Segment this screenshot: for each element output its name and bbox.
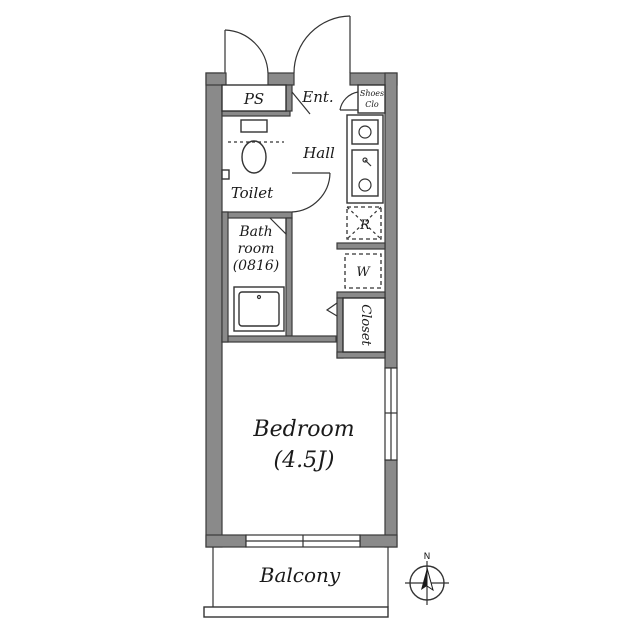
- bedroom-side-window: [384, 367, 398, 461]
- toilet-fixture: [221, 119, 284, 180]
- refrigerator-space: [346, 206, 382, 240]
- bathroom-label-3: (0816): [233, 258, 280, 274]
- balcony-window: [245, 534, 361, 548]
- interior-walls: [221, 84, 386, 359]
- entrance-door: [293, 15, 351, 74]
- shoes-closet-label-2: Clo: [365, 100, 379, 109]
- bathtub: [233, 286, 285, 332]
- ps-box: [221, 84, 287, 112]
- ps-door: [224, 29, 269, 74]
- shoes-closet: Shoes Clo: [339, 84, 386, 114]
- hall-label: Hall: [302, 144, 335, 162]
- washer-space: [344, 253, 382, 289]
- toilet-label: Toilet: [231, 184, 274, 202]
- ps-label: PS: [243, 90, 264, 108]
- washer-label: W: [356, 265, 371, 280]
- north-compass-icon: [405, 561, 449, 605]
- closet-door-mark: [325, 302, 338, 317]
- entrance-label: Ent.: [301, 88, 333, 106]
- compass-north-label: N: [424, 552, 431, 562]
- balcony-outline: [203, 547, 389, 618]
- bedroom-label: Bedroom: [252, 417, 354, 442]
- bathroom-door: [269, 217, 287, 236]
- entrance-step-line: [291, 91, 311, 115]
- shoes-closet-label-1: Shoes: [360, 89, 384, 98]
- outer-walls: [205, 72, 398, 548]
- closet-box: [342, 297, 386, 353]
- refrigerator-label: R: [359, 218, 370, 233]
- closet-label: Closet: [358, 304, 373, 346]
- bedroom-size-label: (4.5J): [274, 448, 335, 473]
- toilet-door: [291, 172, 331, 213]
- kitchen-counter: [346, 114, 384, 204]
- bathroom-label-1: Bath: [238, 224, 272, 240]
- bathroom-label-2: room: [238, 241, 275, 257]
- balcony-label: Balcony: [259, 563, 341, 587]
